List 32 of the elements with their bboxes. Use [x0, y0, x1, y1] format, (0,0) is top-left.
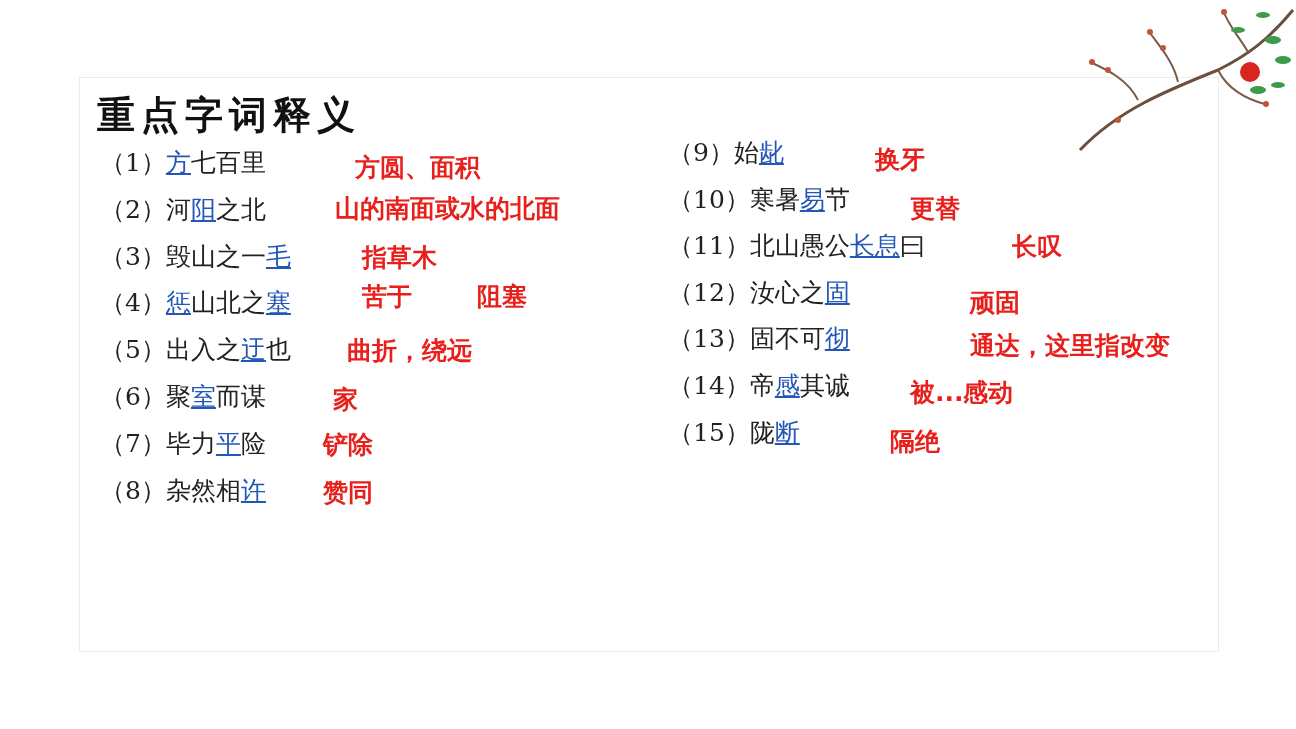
meaning-text: 被...感动 — [910, 378, 1014, 408]
meaning-text: 长叹 — [1012, 232, 1062, 262]
meaning-text: 苦于 — [362, 282, 412, 312]
phrase-text: （6）聚室而谋 — [100, 382, 266, 412]
meaning-text: 山的南面或水的北面 — [335, 194, 560, 224]
meaning-text: 铲除 — [323, 430, 373, 460]
meaning-text: 家 — [333, 385, 358, 415]
phrase-text: （14）帝感其诚 — [668, 371, 850, 401]
meaning-text: 隔绝 — [890, 427, 940, 457]
phrase-text: （12）汝心之固 — [668, 278, 850, 308]
meaning-text: 换牙 — [875, 145, 925, 175]
phrase-text: （11）北山愚公长息曰 — [668, 231, 925, 261]
phrase-text: （4）惩山北之塞 — [100, 288, 291, 318]
phrase-text: （13）固不可彻 — [668, 324, 850, 354]
meaning-text: 曲折，绕远 — [347, 336, 472, 366]
meaning-text: 顽固 — [970, 288, 1020, 318]
meaning-text: 阻塞 — [477, 282, 527, 312]
phrase-text: （10）寒暑易节 — [668, 185, 850, 215]
phrase-text: （3）毁山之一毛 — [100, 242, 291, 272]
phrase-text: （15）陇断 — [668, 418, 800, 448]
meaning-text: 赞同 — [323, 478, 373, 508]
phrase-text: （2）河阳之北 — [100, 195, 266, 225]
meaning-text: 指草木 — [362, 243, 437, 273]
phrase-text: （9）始龀 — [668, 138, 784, 168]
phrase-text: （5）出入之迂也 — [100, 335, 291, 365]
meaning-text: 方圆、面积 — [355, 153, 480, 183]
phrase-text: （8）杂然相许 — [100, 476, 266, 506]
meaning-text: 通达，这里指改变 — [970, 331, 1170, 361]
phrase-text: （7）毕力平险 — [100, 429, 266, 459]
phrase-text: （1）方七百里 — [100, 148, 266, 178]
slide-title: 重点字词释义 — [97, 92, 361, 139]
meaning-text: 更替 — [910, 194, 960, 224]
